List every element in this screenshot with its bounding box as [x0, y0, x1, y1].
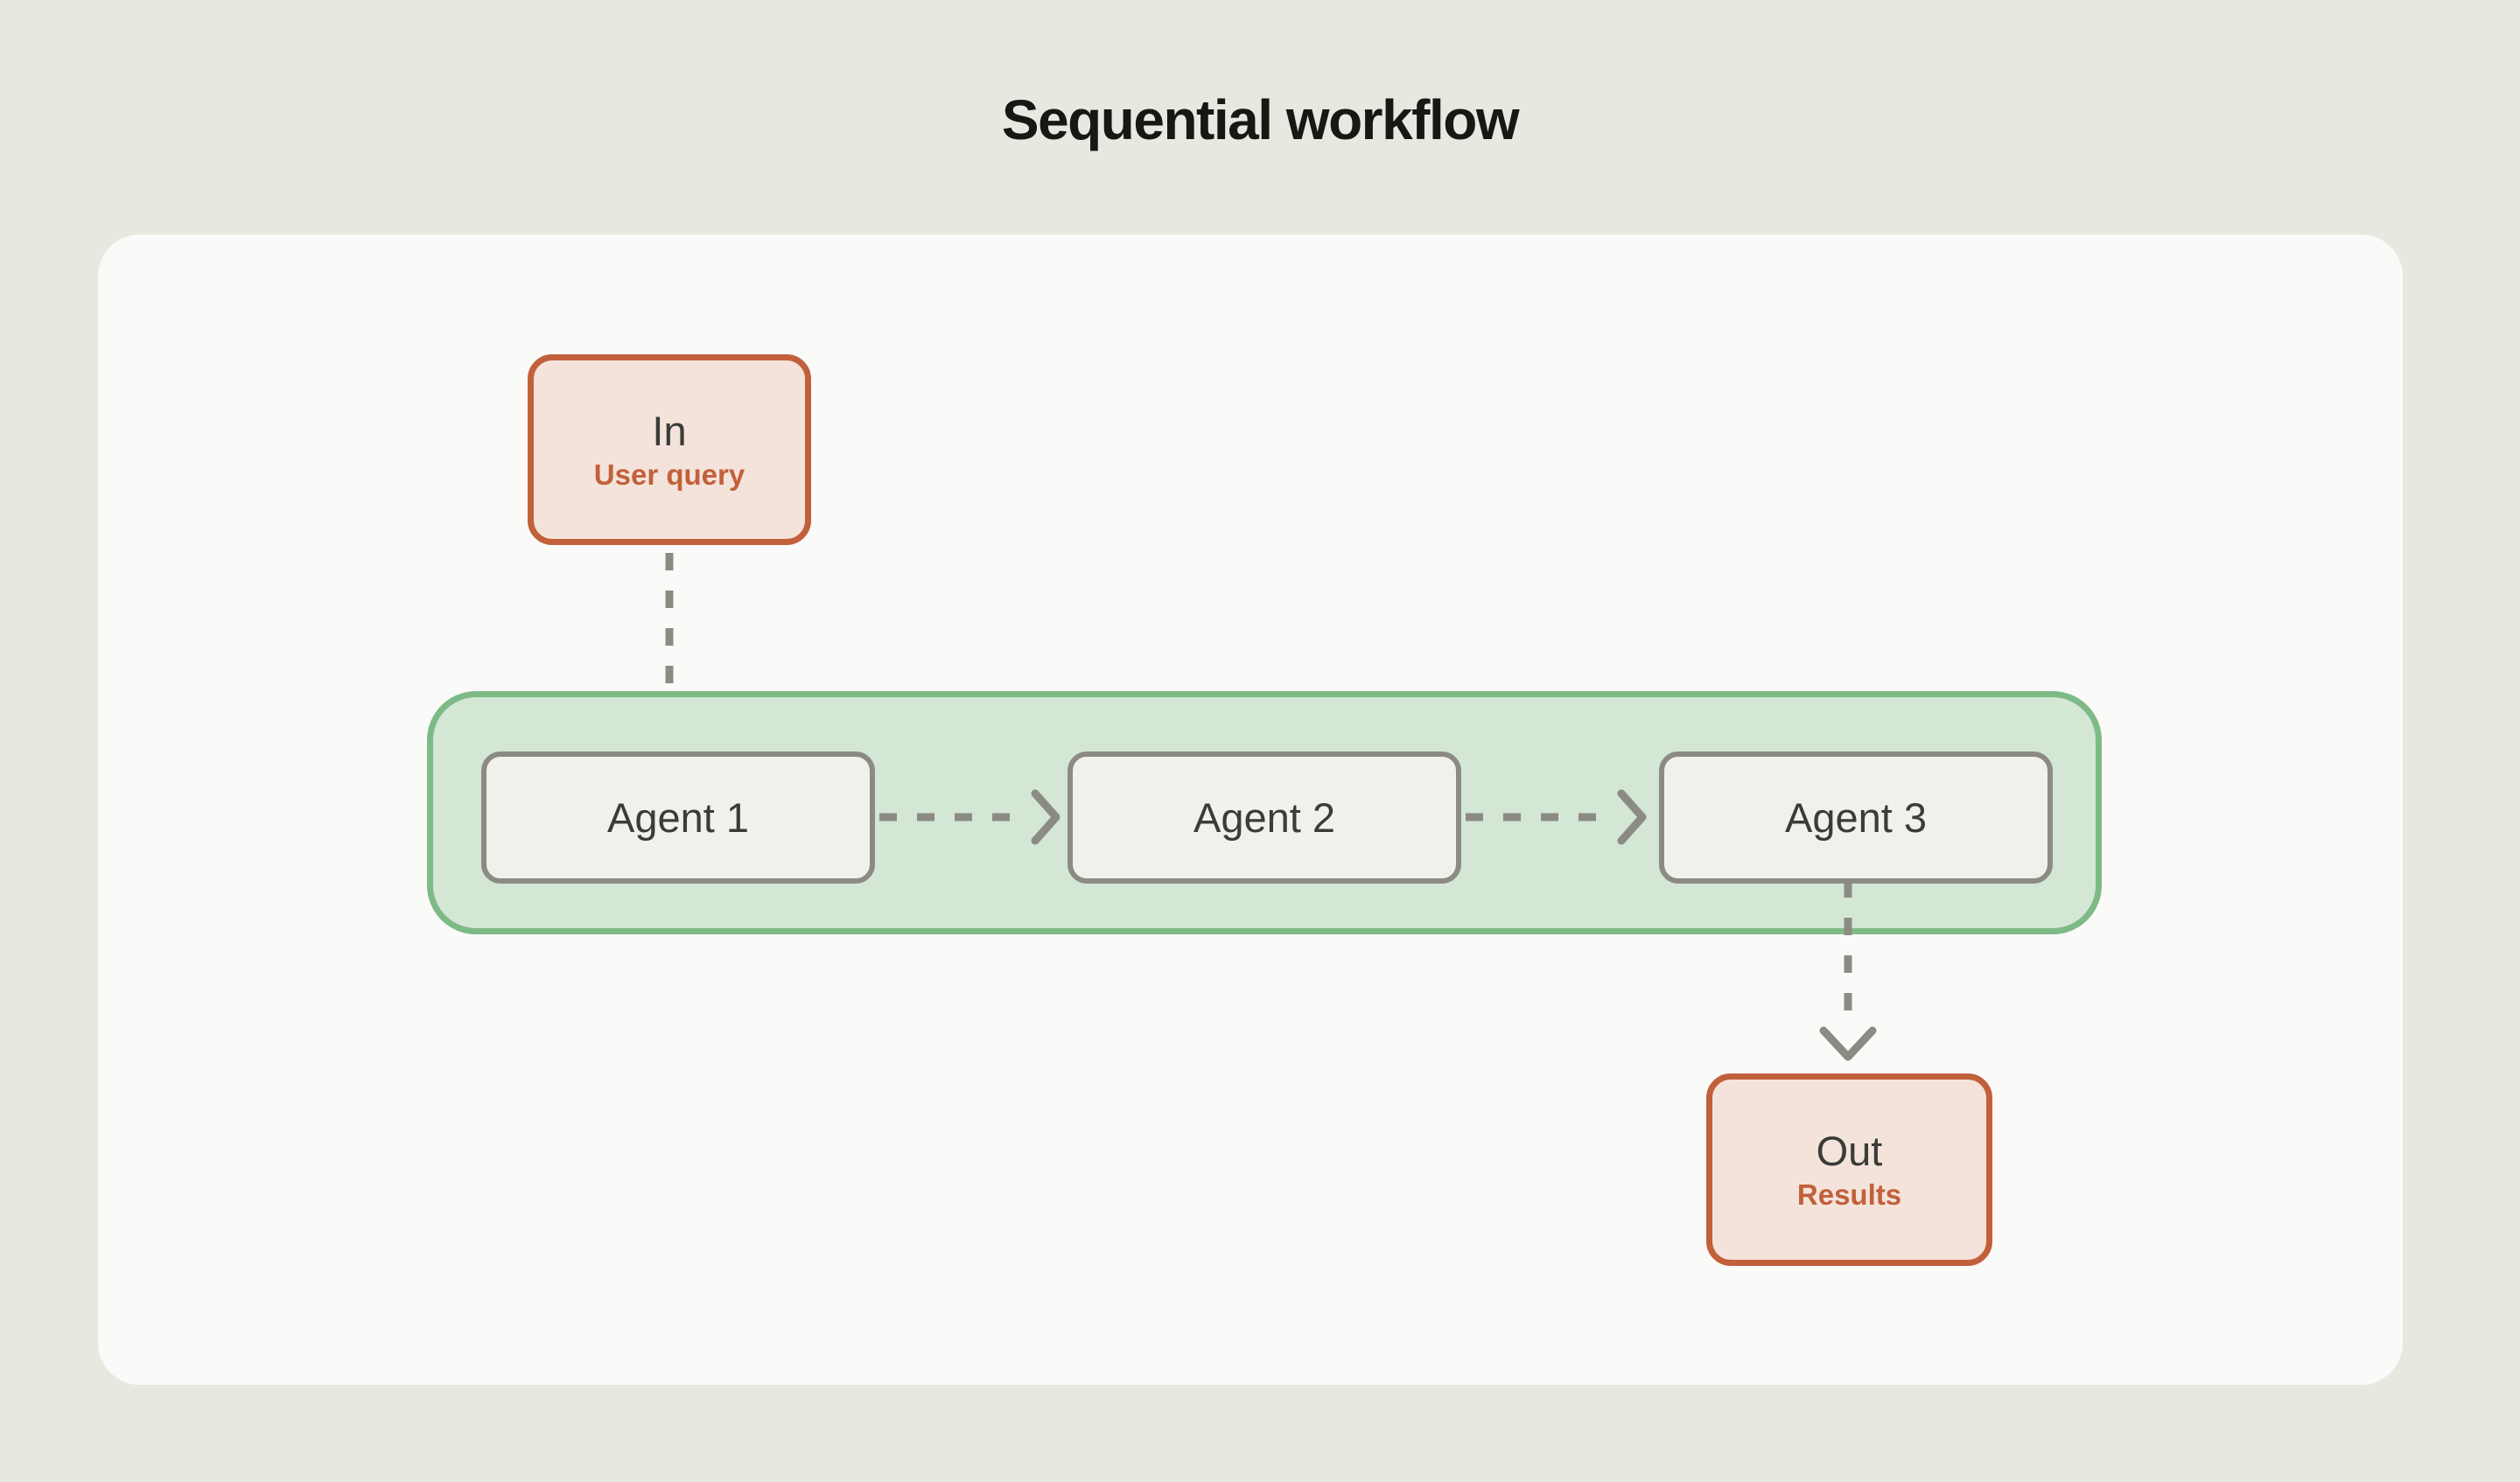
input-node: In User query [528, 354, 811, 545]
output-node-label: Out [1816, 1128, 1883, 1174]
agent-node-1: Agent 1 [481, 751, 875, 884]
agent-node-3-label: Agent 3 [1784, 794, 1928, 841]
agent-node-2-label: Agent 2 [1193, 794, 1336, 841]
arrow-down-agent3-to-out [1819, 880, 1877, 1061]
diagram-title: Sequential workflow [1001, 88, 1520, 151]
output-node: Out Results [1706, 1073, 1992, 1266]
agents-container: Agent 1 Agent 2 Agent 3 [427, 691, 2102, 934]
agent-node-3: Agent 3 [1659, 751, 2053, 884]
output-node-sublabel: Results [1796, 1178, 1902, 1211]
arrow-right-agent1-to-agent2 [879, 789, 1060, 845]
arrow-right-agent2-to-agent3 [1466, 789, 1647, 845]
agent-node-2: Agent 2 [1068, 751, 1461, 884]
input-node-sublabel: User query [593, 458, 746, 491]
input-node-label: In [652, 408, 687, 454]
agent-node-1-label: Agent 1 [606, 794, 750, 841]
